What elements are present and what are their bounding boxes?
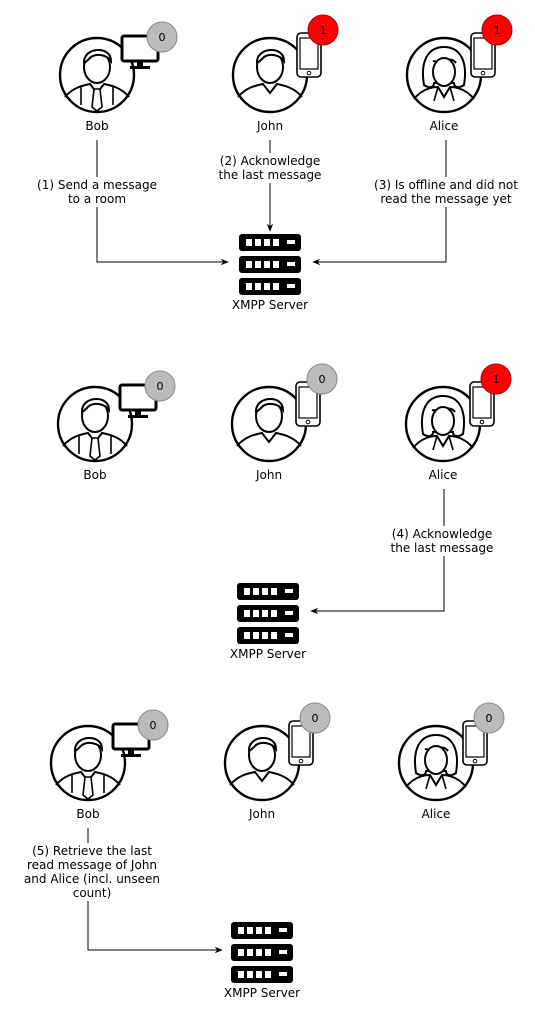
unread-count: 1 — [494, 24, 501, 37]
server-label: XMPP Server — [224, 986, 300, 1000]
arrow-label: read message of John — [27, 858, 157, 872]
unread-count: 0 — [159, 31, 166, 44]
user-name: Alice — [429, 468, 458, 482]
server-label: XMPP Server — [232, 298, 308, 312]
phone-icon — [470, 32, 496, 78]
avatar-icon — [49, 724, 127, 802]
server-icon — [231, 922, 293, 983]
unread-count-badge: 1 — [480, 363, 512, 395]
server-label: XMPP Server — [230, 647, 306, 661]
avatar-icon — [230, 385, 308, 463]
arrow-label: read the message yet — [380, 192, 512, 206]
arrow-label: (1) Send a message — [37, 178, 157, 192]
user-name: John — [256, 119, 283, 133]
user-name: Bob — [76, 807, 99, 821]
avatar-icon — [397, 724, 475, 802]
unread-count: 1 — [320, 24, 327, 37]
user-name: Alice — [422, 807, 451, 821]
unread-count: 1 — [493, 373, 500, 386]
avatar-icon — [404, 385, 482, 463]
arrow-label: the last message — [219, 168, 322, 182]
avatar-icon — [58, 36, 136, 114]
unread-count: 0 — [312, 712, 319, 725]
server-icon — [239, 234, 301, 295]
unread-count: 0 — [157, 380, 164, 393]
user-name: Alice — [430, 119, 459, 133]
unread-count-badge: 0 — [473, 702, 505, 734]
unread-count-badge: 0 — [144, 370, 176, 402]
xmpp-server: XMPP Server — [224, 922, 300, 1000]
arrow-label: the last message — [391, 541, 494, 555]
unread-count-badge: 0 — [299, 702, 331, 734]
user-name: Bob — [83, 468, 106, 482]
avatar-icon — [231, 36, 309, 114]
arrow-label: (2) Acknowledge — [220, 154, 320, 168]
server-icon — [237, 583, 299, 644]
user-name: John — [255, 468, 282, 482]
unread-count-badge: 1 — [307, 14, 339, 46]
phone-icon — [469, 381, 495, 427]
unread-count: 0 — [486, 712, 493, 725]
xmpp-server: XMPP Server — [232, 234, 308, 312]
arrow-label: (5) Retrieve the last — [32, 844, 152, 858]
phone-icon — [462, 720, 488, 766]
user-name: Bob — [85, 119, 108, 133]
arrow-label: (3) Is offline and did not — [374, 178, 518, 192]
user-name: John — [248, 807, 275, 821]
unread-count-badge: 0 — [137, 709, 169, 741]
unread-count-badge: 1 — [481, 14, 513, 46]
arrow-label: and Alice (incl. unseen — [24, 872, 160, 886]
phone-icon — [296, 32, 322, 78]
avatar-icon — [56, 385, 134, 463]
avatar-icon — [405, 36, 483, 114]
arrow-label: (4) Acknowledge — [392, 527, 492, 541]
arrow-label: to a room — [68, 192, 126, 206]
unread-count: 0 — [319, 373, 326, 386]
unread-count-badge: 0 — [146, 21, 178, 53]
unread-count-badge: 0 — [306, 363, 338, 395]
arrow-label: count) — [73, 886, 112, 900]
avatar-icon — [223, 724, 301, 802]
xmpp-server: XMPP Server — [230, 583, 306, 661]
unread-count: 0 — [150, 719, 157, 732]
